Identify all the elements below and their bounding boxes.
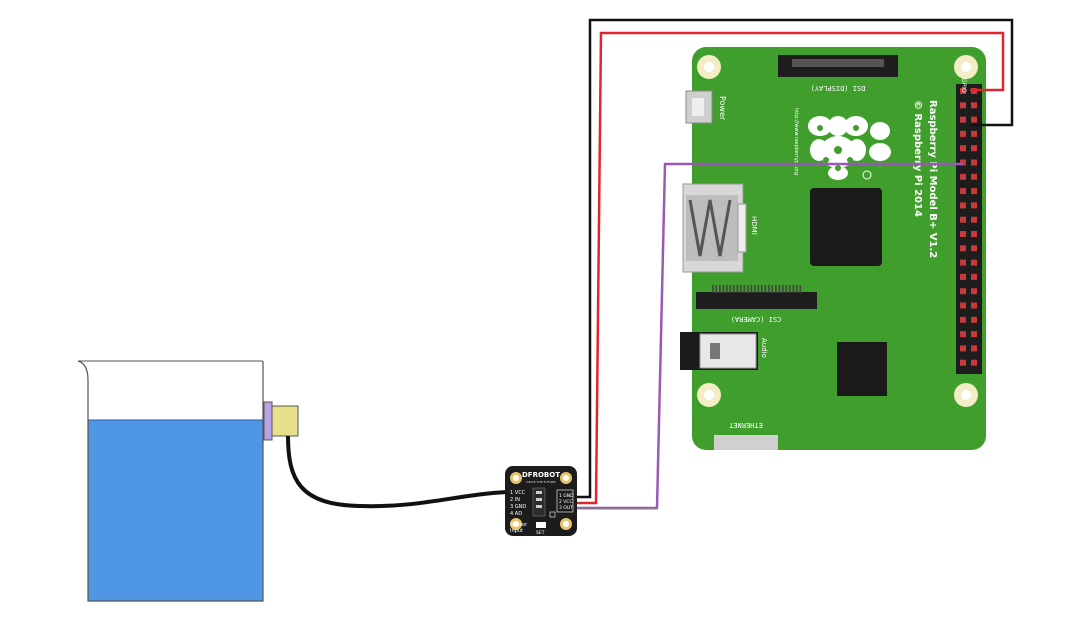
sensor-pin: 1 VCC (510, 490, 526, 496)
ethernet-label: ETHERNET (728, 421, 763, 429)
gpio-pin (960, 259, 966, 266)
wire-purple-signal (577, 162, 963, 510)
ethernet-port (714, 435, 778, 450)
gpio-pin (960, 130, 966, 137)
wires (577, 18, 1014, 510)
input-label: Input (510, 528, 523, 534)
power-label: Power (718, 96, 727, 121)
sensor-tagline: DRIVE THE FUTURE (526, 480, 555, 484)
csi-connector (696, 292, 817, 309)
sensor-pin: 2 IN (510, 497, 520, 503)
sensor-left-pins: 1 VCC 2 IN 3 GND 4 AD (510, 490, 526, 517)
sensor-pin: 2 VCC (559, 499, 573, 505)
gpio-pin (960, 359, 966, 366)
url-label: http://www.raspberrypi.org (793, 108, 799, 175)
gpio-pin (960, 273, 966, 280)
sensor-pin: 3 OUT (559, 505, 573, 511)
beaker-water (87, 419, 264, 602)
sensor-pin: 3 GND (510, 504, 526, 510)
gpio-pin (971, 359, 977, 366)
beaker (77, 360, 264, 602)
gpio-pin (960, 245, 966, 252)
soc-chip (810, 188, 882, 266)
gpio-pin (971, 345, 977, 352)
csi-label: CSI (CAMERA) (731, 315, 782, 323)
gpio-pin (971, 316, 977, 323)
gpio-pin (960, 331, 966, 338)
audio-label: Audio (760, 338, 768, 358)
probe-cable (286, 435, 509, 509)
sensor-label: Sensor (510, 522, 528, 528)
model-label: Raspberry Pi Model B+ V1.2 (927, 100, 938, 258)
mounting-holes (697, 55, 978, 407)
gpio-pin (971, 145, 977, 152)
gpio-pin (971, 202, 977, 209)
gpio-pin (960, 188, 966, 195)
wire-black-gnd (577, 18, 1014, 499)
set-label: SET (536, 530, 545, 536)
gpio-pin (960, 231, 966, 237)
gpio-pin (960, 302, 966, 309)
gpio-pin (960, 102, 966, 109)
gpio-pin (971, 216, 977, 223)
gpio-pin (971, 159, 977, 166)
gpio-pin (971, 130, 977, 137)
hdmi-label: HDMI (750, 216, 758, 235)
gpio-pin (971, 259, 977, 266)
gpio-label: GPIO (960, 78, 967, 93)
gpio-header (956, 84, 982, 374)
copyright-label: © Raspberry Pi 2014 (912, 100, 923, 217)
gpio-pin (971, 102, 977, 109)
sensor-pin: 4 AD (510, 511, 522, 517)
gpio-pin (960, 316, 966, 323)
gpio-pin (971, 273, 977, 280)
wire-red-vcc (577, 31, 1005, 505)
dsi-label: DSI (DISPLAY) (811, 84, 866, 92)
sensor-pin: 1 GND (559, 493, 574, 499)
gpio-pin (960, 345, 966, 352)
gpio-pin (960, 145, 966, 152)
gpio-pin (960, 216, 966, 223)
sensor-right-pins: 1 GND 2 VCC 3 OUT (559, 493, 574, 511)
gpio-pin (971, 331, 977, 338)
gpio-pin (960, 159, 966, 166)
gpio-pin (960, 202, 966, 209)
sensor-brand: DFROBOT (522, 471, 560, 479)
gpio-pin (960, 116, 966, 123)
usb-lan-chip (837, 342, 887, 396)
gpio-pin (971, 116, 977, 123)
gpio-pin (971, 231, 977, 237)
gpio-pin (971, 173, 977, 180)
gpio-pin (971, 288, 977, 295)
water-probe (263, 401, 299, 441)
beaker-outline (77, 360, 264, 602)
raspberry-pi-board: DSI (DISPLAY) Power http://www.raspberry… (680, 47, 986, 450)
dfrobot-sensor-module: DFROBOT DRIVE THE FUTURE 1 VCC 2 IN 3 GN… (505, 466, 577, 536)
gpio-pin (971, 245, 977, 252)
gpio-pin (960, 288, 966, 295)
gpio-pin (960, 88, 966, 94)
gpio-pin (971, 188, 977, 195)
gpio-pin (971, 302, 977, 309)
gpio-pin (960, 173, 966, 180)
